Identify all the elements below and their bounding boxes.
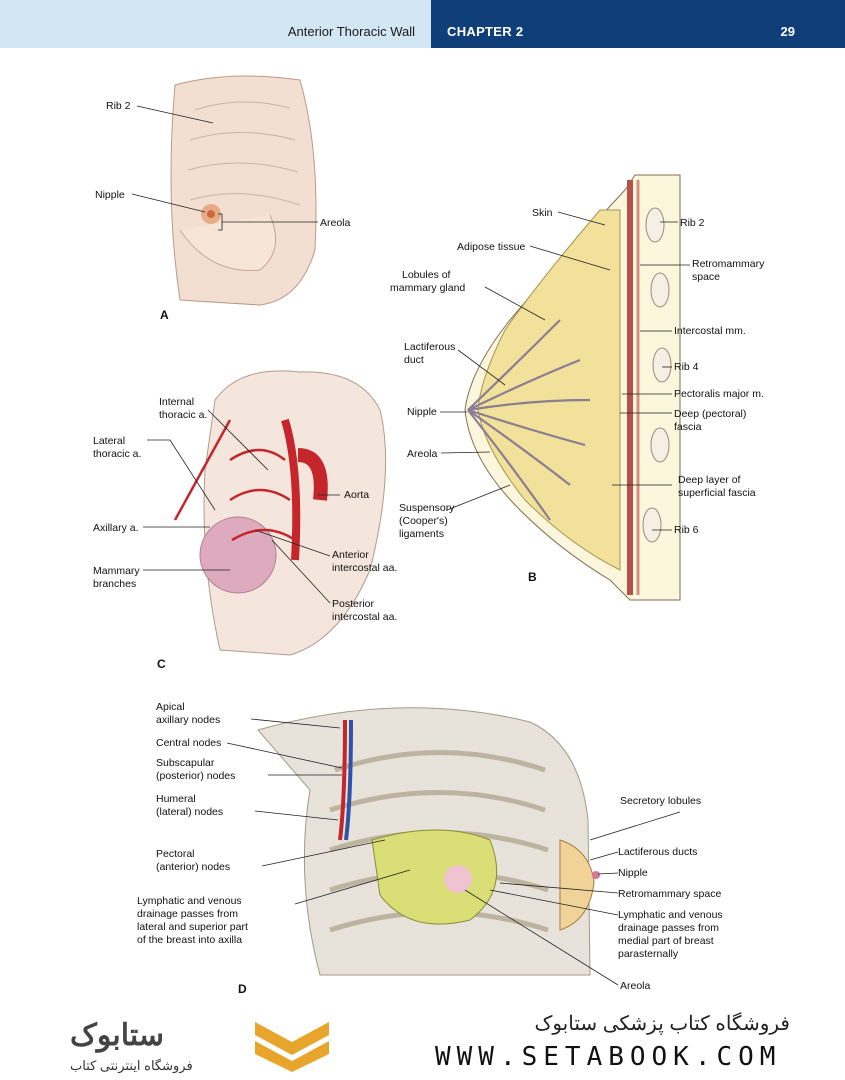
label-nipple-b: Nipple — [407, 406, 437, 418]
store-logo-subtitle: فروشگاه اینترنتی کتاب — [70, 1058, 193, 1073]
label-skin: Skin — [532, 207, 553, 219]
label-mammary: Mammary — [93, 565, 140, 577]
label-lymph-lateral-3: lateral and superior part — [137, 921, 248, 933]
label-adipose-tissue: Adipose tissue — [457, 241, 526, 253]
section-title: Anterior Thoracic Wall — [287, 24, 415, 39]
label-branches: branches — [93, 578, 137, 590]
label-lactiferous-ducts: Lactiferous ducts — [618, 846, 698, 858]
label-thoracic-a-2: thoracic a. — [93, 448, 142, 460]
label-retromammary: Retromammary — [692, 258, 765, 270]
label-axillary-a: Axillary a. — [93, 522, 139, 534]
label-intercostal-mm: Intercostal mm. — [674, 325, 746, 337]
header-left-bar: Anterior Thoracic Wall — [0, 0, 431, 48]
label-aorta: Aorta — [344, 489, 370, 501]
label-lymph-medial-2: drainage passes from — [618, 922, 719, 934]
label-coopers: (Cooper's) — [399, 515, 448, 527]
label-internal: Internal — [159, 396, 195, 408]
label-lymph-medial-3: medial part of breast — [618, 935, 714, 947]
label-humeral: Humeral — [156, 793, 196, 805]
label-thoracic-a-1: thoracic a. — [159, 409, 208, 421]
label-mammary-gland: mammary gland — [390, 282, 466, 294]
label-superficial-fascia: superficial fascia — [678, 487, 756, 499]
label-pectoralis-major: Pectoralis major m. — [674, 388, 764, 400]
label-lobules: Lobules of — [402, 269, 451, 281]
panel-letter-c: C — [157, 657, 166, 671]
panel-letter-b: B — [528, 570, 537, 584]
label-axillary-nodes: axillary nodes — [156, 714, 221, 726]
label-suspensory: Suspensory — [399, 502, 455, 514]
label-areola-d: Areola — [620, 980, 651, 992]
label-lymph-lateral-4: of the breast into axilla — [137, 934, 243, 946]
panel-d-illustration — [257, 707, 600, 976]
label-subscapular: Subscapular — [156, 757, 215, 769]
label-lactiferous: Lactiferous — [404, 341, 456, 353]
label-posterior: Posterior — [332, 598, 375, 610]
label-fascia: fascia — [674, 421, 702, 433]
label-posterior-nodes: (posterior) nodes — [156, 770, 236, 782]
label-rib-6: Rib 6 — [674, 524, 699, 536]
label-anterior: Anterior — [332, 549, 369, 561]
store-url[interactable]: WWW.SETABOOK.COM — [435, 1042, 782, 1072]
label-nipple-a: Nipple — [95, 189, 125, 201]
label-secretory-lobules: Secretory lobules — [620, 795, 702, 807]
footer-banner — [0, 995, 845, 1080]
store-name: فروشگاه کتاب پزشکی ستابوک — [534, 1013, 790, 1035]
label-retromammary-space: Retromammary space — [618, 888, 722, 900]
label-lymph-medial-1: Lymphatic and venous — [618, 909, 723, 921]
panel-b-illustration — [464, 174, 681, 601]
label-intercostal-aa-1: intercostal aa. — [332, 562, 398, 574]
label-central-nodes: Central nodes — [156, 737, 222, 749]
label-pectoral: Pectoral — [156, 848, 195, 860]
page-number: 29 — [780, 24, 795, 39]
label-lymph-lateral-2: drainage passes from — [137, 908, 238, 920]
label-deep-pectoral: Deep (pectoral) — [674, 408, 747, 420]
label-nipple-d: Nipple — [618, 867, 648, 879]
label-space: space — [692, 271, 721, 283]
label-areola-b: Areola — [407, 448, 438, 460]
label-lateral: Lateral — [93, 435, 126, 447]
label-rib-2-b: Rib 2 — [680, 217, 705, 229]
label-rib-4: Rib 4 — [674, 361, 699, 373]
panel-c-illustration — [173, 370, 387, 656]
anatomy-figure — [131, 75, 690, 986]
label-anterior-nodes: (anterior) nodes — [156, 861, 231, 873]
label-areola-a: Areola — [320, 217, 351, 229]
label-apical: Apical — [156, 701, 185, 713]
label-rib-2-a: Rib 2 — [106, 100, 131, 112]
panel-letter-d: D — [238, 982, 247, 996]
header-right-bar: CHAPTER 2 29 — [431, 0, 845, 48]
label-lymph-medial-4: parasternally — [618, 948, 679, 960]
chapter-label: CHAPTER 2 — [447, 24, 524, 39]
label-ligaments: ligaments — [399, 528, 444, 540]
label-intercostal-aa-2: intercostal aa. — [332, 611, 398, 623]
label-deep-layer: Deep layer of — [678, 474, 741, 486]
label-lateral-nodes: (lateral) nodes — [156, 806, 224, 818]
panel-letter-a: A — [160, 308, 169, 322]
setabook-chevron-logo-icon — [255, 1022, 329, 1072]
label-duct: duct — [404, 354, 424, 366]
label-lymph-lateral-1: Lymphatic and venous — [137, 895, 242, 907]
panel-a-illustration — [170, 75, 317, 306]
store-logo-text: ستابوک — [70, 1019, 165, 1052]
